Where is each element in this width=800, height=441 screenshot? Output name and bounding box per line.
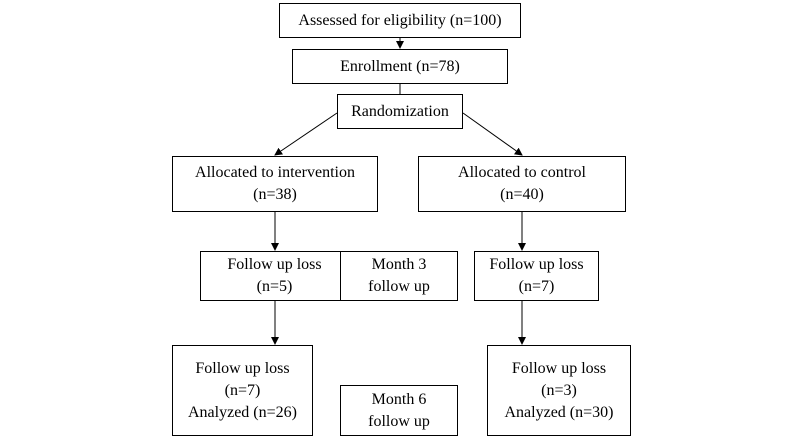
month6-control-line1: Follow up loss: [511, 359, 607, 377]
randomization-text: Randomization: [351, 102, 449, 120]
month6-label-line2: follow up: [368, 412, 430, 430]
intervention-line2: (n=38): [253, 186, 297, 203]
month6-intervention-box: Follow up loss (n=7) Analyzed (n=26): [172, 345, 313, 436]
assessed-text: Assessed for eligibility (n=100): [298, 11, 502, 29]
month6-control-box: Follow up loss (n=3) Analyzed (n=30): [487, 345, 631, 436]
month3-loss-control-box: Follow up loss (n=7): [474, 251, 599, 301]
enrollment-text: Enrollment (n=78): [340, 57, 460, 75]
intervention-line1: Allocated to intervention: [195, 164, 355, 181]
month6-intervention-line3: Analyzed (n=26): [188, 403, 297, 421]
month6-intervention-line1: Follow up loss: [195, 359, 290, 377]
month3-loss-control-line1: Follow up loss: [489, 256, 584, 273]
arrow-randomization-to-intervention: [274, 112, 338, 156]
month6-intervention-line2: (n=7): [224, 381, 261, 399]
month3-loss-intervention-line1: Follow up loss: [227, 256, 322, 273]
month6-label-box: Month 6 follow up: [340, 385, 458, 436]
enrollment-box: Enrollment (n=78): [292, 49, 508, 84]
randomization-box: Randomization: [337, 94, 463, 129]
month6-control-line3: Analyzed (n=30): [504, 403, 614, 421]
month3-label-box: Month 3 follow up: [340, 251, 458, 301]
control-box: Allocated to control (n=40): [418, 156, 626, 212]
month3-label-line2: follow up: [368, 278, 430, 295]
control-line2: (n=40): [500, 186, 544, 203]
month3-loss-intervention-line2: (n=5): [256, 278, 293, 295]
month6-control-line2: (n=3): [541, 381, 577, 399]
intervention-box: Allocated to intervention (n=38): [172, 156, 378, 212]
control-line1: Allocated to control: [458, 164, 586, 181]
month3-label-line1: Month 3: [371, 256, 427, 273]
month3-loss-intervention-box: Follow up loss (n=5): [200, 251, 349, 301]
month3-loss-control-line2: (n=7): [518, 278, 555, 295]
month6-label-line1: Month 6: [371, 390, 427, 408]
assessed-box: Assessed for eligibility (n=100): [279, 3, 521, 38]
arrow-randomization-to-control: [462, 112, 523, 156]
